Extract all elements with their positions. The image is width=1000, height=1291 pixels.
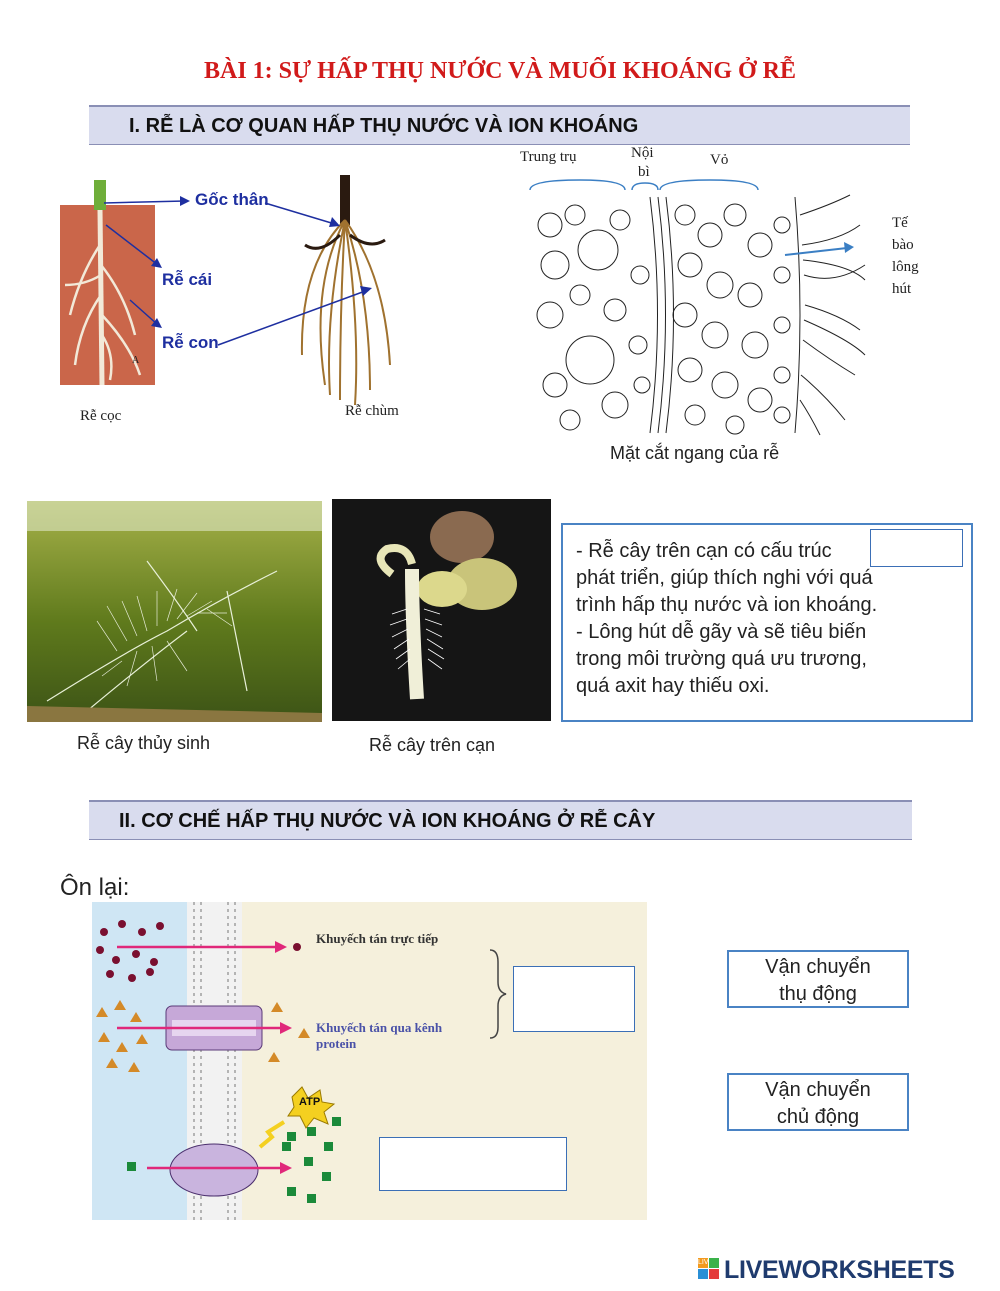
textbox-line-1: - Rễ cây trên cạn có cấu trúc — [576, 540, 832, 562]
textbox-line-6: quá axit hay thiếu oxi. — [576, 675, 770, 697]
section-2-heading: II. CƠ CHẾ HẤP THỤ NƯỚC VÀ ION KHOÁNG Ở … — [89, 800, 912, 840]
textbox-line-3: trình hấp thụ nước và ion khoáng. — [576, 594, 878, 616]
aquatic-root-image — [27, 501, 322, 722]
textbox-line-4: - Lông hút dễ gãy và sẽ tiêu biến — [576, 621, 867, 643]
label-channel-diffusion: Khuyếch tán qua kênh protein — [316, 1020, 443, 1051]
land-root-photo — [332, 499, 551, 721]
label-vo: Vỏ — [710, 152, 729, 168]
textbox-line-5: trong môi trường quá ưu trương, — [576, 648, 867, 670]
review-label: Ôn lại: — [60, 874, 130, 901]
answer-input-root-structure[interactable] — [870, 529, 963, 567]
option-active-transport[interactable]: Vận chuyển chủ động — [727, 1073, 909, 1131]
caption-re-chum: Rễ chùm — [345, 403, 399, 419]
label-re-cai: Rễ cái — [162, 270, 213, 289]
caption-cross-section: Mặt cắt ngang của rễ — [610, 443, 780, 463]
brand-name: LIVEWORKSHEETS — [724, 1256, 955, 1284]
textbox-line-2: phát triển, giúp thích nghi với quá — [576, 567, 873, 589]
liveworksheets-logo: LIVE LIVEWORKSHEETS — [698, 1256, 998, 1286]
aquatic-root-photo — [27, 501, 322, 722]
root-cross-section: Trung trụ Nội bì Vỏ Tế bào lông hút Mặt — [520, 145, 940, 475]
membrane-illustration — [92, 902, 507, 1220]
atp-label: ATP — [299, 1096, 321, 1108]
label-trung-tru: Trung trụ — [520, 149, 577, 165]
label-noi: Nội — [631, 145, 654, 161]
label-re-con: Rễ con — [162, 333, 219, 352]
label-te-bao-long-hut: Tế bào lông hút — [892, 215, 919, 297]
land-root-image — [376, 511, 517, 700]
cross-section-illustration — [528, 179, 866, 436]
liveworksheets-logo-icon: LIVE — [698, 1258, 720, 1280]
label-bi: bì — [638, 164, 650, 180]
root-types-diagram: Gốc thân Rễ cái Rễ con A Rễ cọc Rễ chùm — [40, 165, 470, 435]
caption-aquatic-root: Rễ cây thủy sinh — [77, 733, 211, 753]
answer-input-active[interactable] — [379, 1137, 567, 1191]
label-marker-a: A — [132, 355, 140, 366]
option-passive-transport[interactable]: Vận chuyển thụ động — [727, 950, 909, 1008]
root-types-illustration — [60, 175, 391, 406]
answer-input-passive[interactable] — [513, 966, 635, 1032]
worksheet-title: BÀI 1: SỰ HẤP THỤ NƯỚC VÀ MUỐI KHOÁNG Ở … — [203, 58, 797, 84]
section-1-heading: I. RỄ LÀ CƠ QUAN HẤP THỤ NƯỚC VÀ ION KHO… — [89, 105, 910, 145]
label-direct-diffusion: Khuyếch tán trực tiếp — [316, 931, 439, 946]
label-goc-than: Gốc thân — [195, 190, 269, 209]
caption-re-coc: Rễ cọc — [80, 408, 122, 424]
caption-land-root: Rễ cây trên cạn — [369, 735, 496, 755]
